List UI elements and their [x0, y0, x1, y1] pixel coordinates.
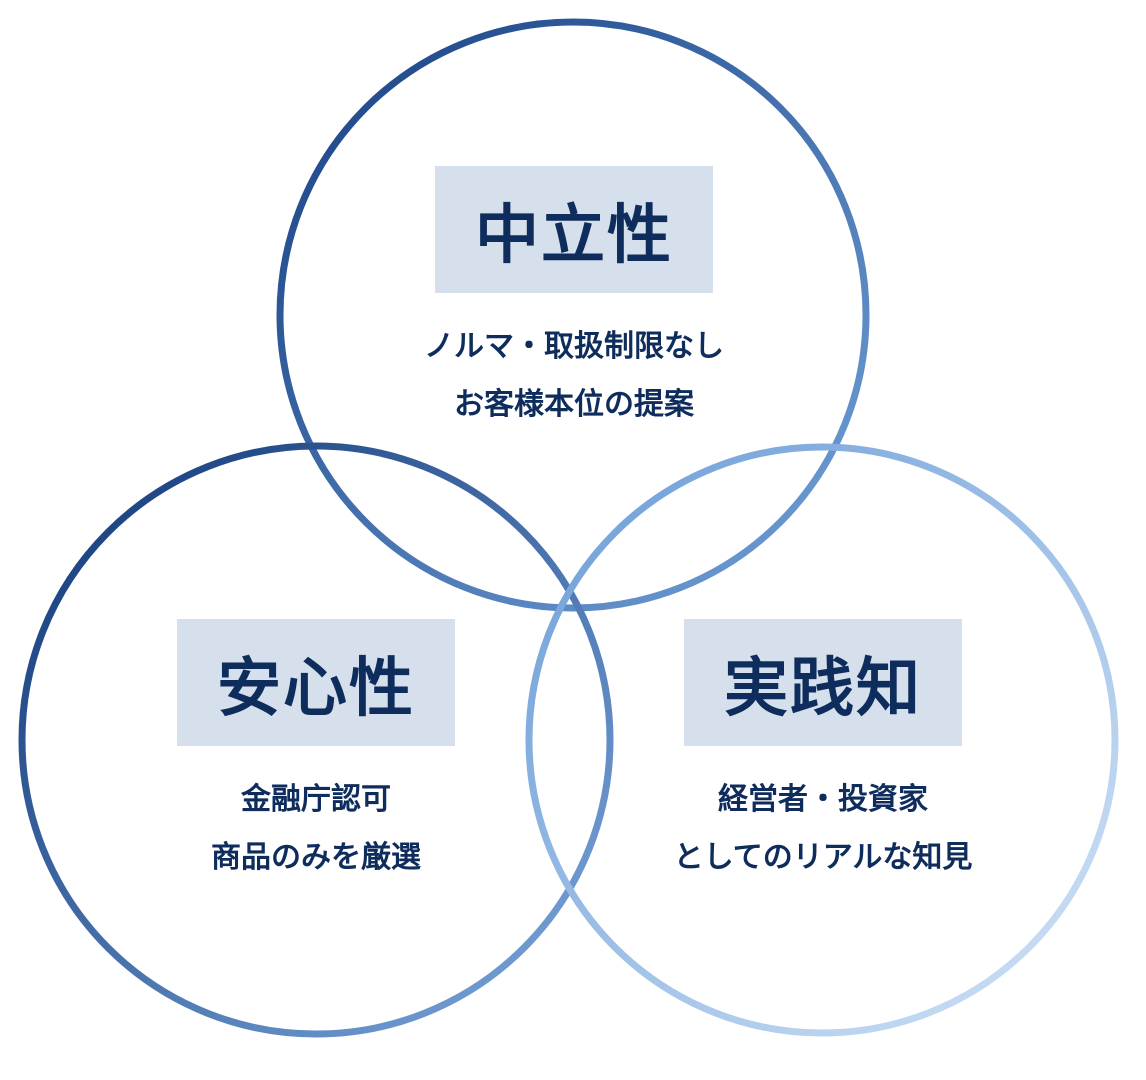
safety-line-2: 商品のみを厳選	[211, 840, 421, 875]
safety-description: 金融庁認可 商品のみを厳選	[66, 771, 566, 887]
practical-line-1: 経営者・投資家	[718, 782, 928, 817]
safety-line-1: 金融庁認可	[241, 782, 391, 817]
practical-line-2: としてのリアルな知見	[673, 840, 973, 875]
neutrality-title-box: 中立性	[435, 166, 713, 293]
neutrality-title: 中立性	[475, 198, 673, 273]
neutrality-line-1: ノルマ・取扱制限なし	[424, 329, 724, 364]
practical-title: 実践知	[724, 651, 922, 726]
neutrality-line-2: お客様本位の提案	[454, 387, 694, 422]
neutrality-description: ノルマ・取扱制限なし お客様本位の提案	[324, 318, 824, 434]
circle-practical	[525, 443, 1119, 1037]
circle-neutrality	[276, 18, 870, 612]
practical-description: 経営者・投資家 としてのリアルな知見	[573, 771, 1073, 887]
circle-safety	[18, 442, 614, 1038]
practical-title-box: 実践知	[684, 619, 962, 746]
safety-title: 安心性	[217, 651, 415, 726]
safety-title-box: 安心性	[177, 619, 455, 746]
